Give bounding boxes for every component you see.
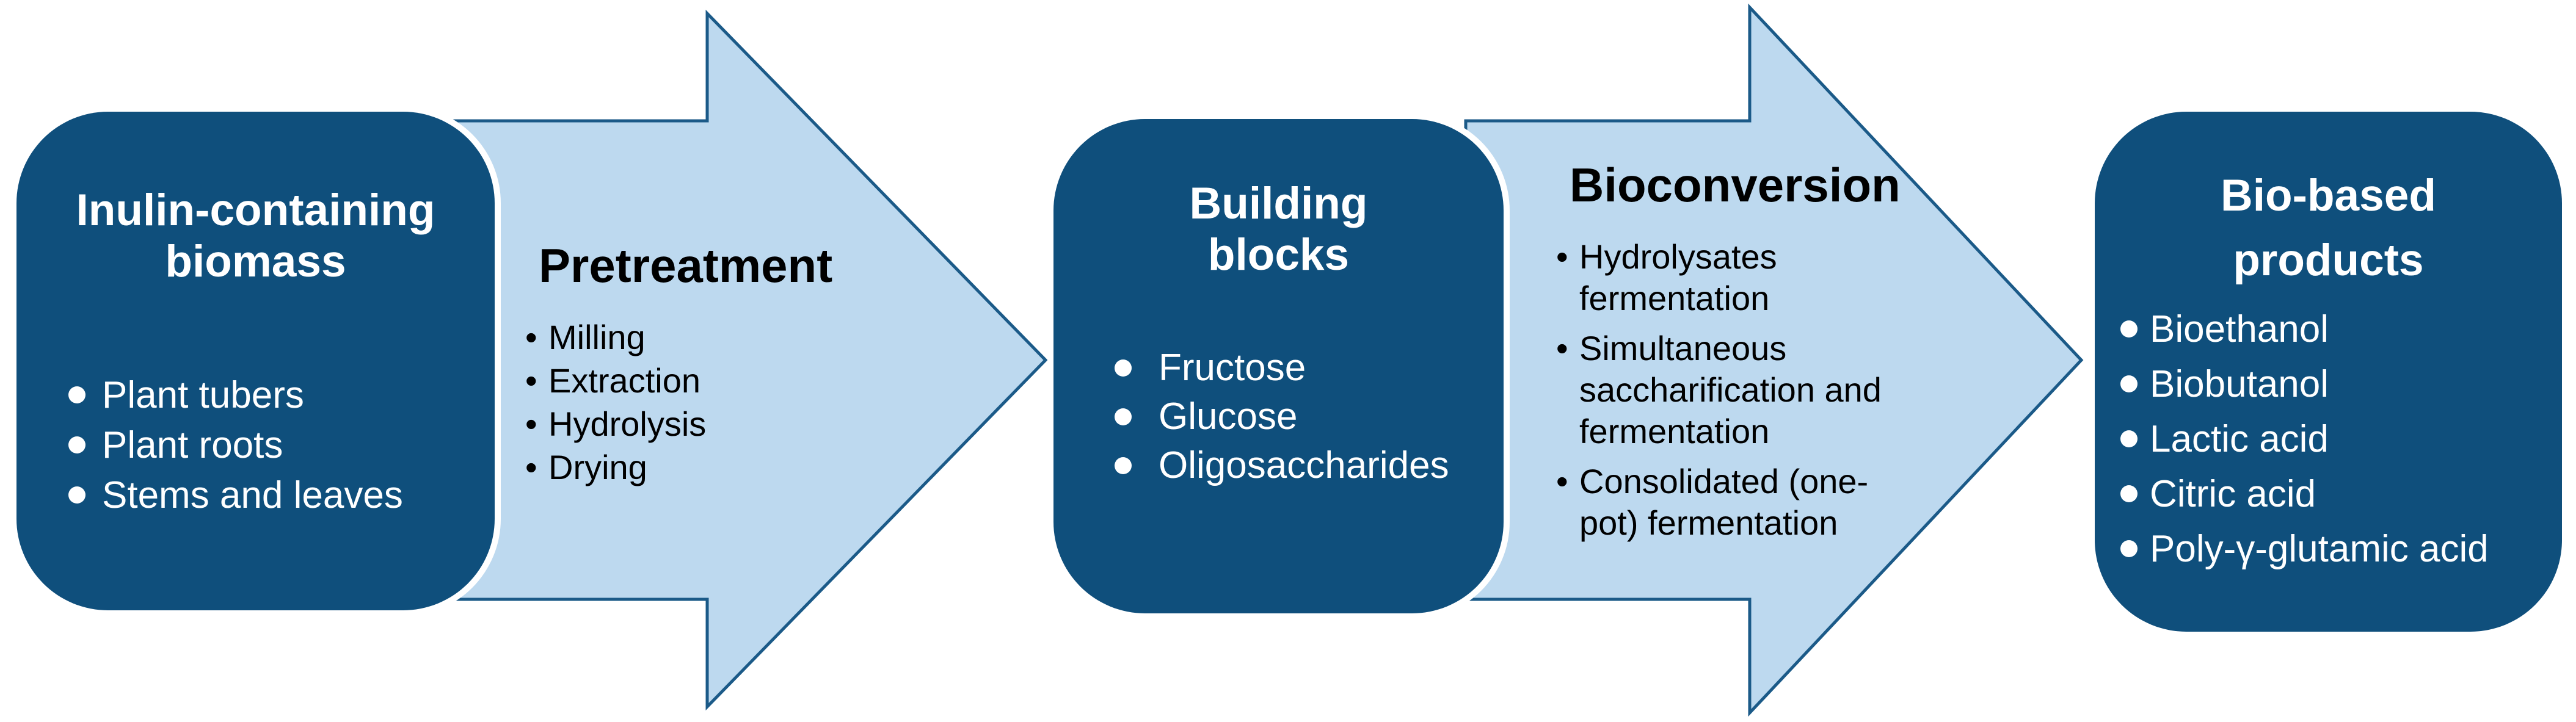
box-title-inulin-containing-biomass: Inulin-containing biomass xyxy=(16,185,495,287)
list-item: Simultaneous saccharification and fermen… xyxy=(1556,328,1921,452)
list-item: Hydrolysates fermentation xyxy=(1556,236,1921,319)
list-item: Drying xyxy=(525,446,953,489)
list-item: Milling xyxy=(525,316,953,359)
list-item: Glucose xyxy=(1053,392,1504,441)
stage-box-bio-based-products: Bio-based products Bioethanol Biobutanol… xyxy=(2095,112,2562,632)
list-item: Plant tubers xyxy=(16,370,495,421)
list-item: Plant roots xyxy=(16,421,495,471)
bioconversion-heading: Bioconversion xyxy=(1570,158,1901,212)
list-item: Biobutanol xyxy=(2095,357,2562,412)
box-title-bio-based-products: Bio-based products xyxy=(2095,164,2562,293)
building-blocks-list: Fructose Glucose Oligosaccharides xyxy=(1053,344,1504,490)
stage-box-inulin-containing-biomass: Inulin-containing biomass Plant tubers P… xyxy=(16,112,495,610)
list-item: Consolidated (one-pot) fermentation xyxy=(1556,461,1921,544)
box-title-line: biomass xyxy=(165,237,346,286)
list-item: Lactic acid xyxy=(2095,412,2562,467)
biomass-sources-list: Plant tubers Plant roots Stems and leave… xyxy=(16,370,495,521)
bio-based-products-list: Bioethanol Biobutanol Lactic acid Citric… xyxy=(2095,302,2562,577)
box-title-line: Inulin-containing xyxy=(76,186,435,235)
box-title-building-blocks: Building blocks xyxy=(1053,178,1504,281)
box-title-line: Building xyxy=(1189,179,1368,228)
bioconversion-steps-list: Hydrolysates fermentation Simultaneous s… xyxy=(1556,236,1947,544)
box-title-line: products xyxy=(2233,236,2424,285)
list-item: Extraction xyxy=(525,359,953,402)
list-item: Hydrolysis xyxy=(525,402,953,446)
stage-box-building-blocks: Building blocks Fructose Glucose Oligosa… xyxy=(1053,119,1504,613)
list-item: Bioethanol xyxy=(2095,302,2562,357)
box-title-line: Bio-based xyxy=(2221,171,2436,220)
list-item: Stems and leaves xyxy=(16,471,495,521)
list-item: Oligosaccharides xyxy=(1053,441,1504,490)
list-item: Fructose xyxy=(1053,344,1504,392)
pretreatment-label-block: Pretreatment Milling Extraction Hydrolys… xyxy=(525,241,953,489)
box-title-line: blocks xyxy=(1207,230,1350,280)
list-item: Citric acid xyxy=(2095,467,2562,522)
list-item: Poly-γ-glutamic acid xyxy=(2095,522,2562,577)
bioconversion-label-block: Bioconversion Hydrolysates fermentation … xyxy=(1556,161,1947,544)
pretreatment-steps-list: Milling Extraction Hydrolysis Drying xyxy=(525,316,953,489)
pretreatment-heading: Pretreatment xyxy=(539,239,833,292)
